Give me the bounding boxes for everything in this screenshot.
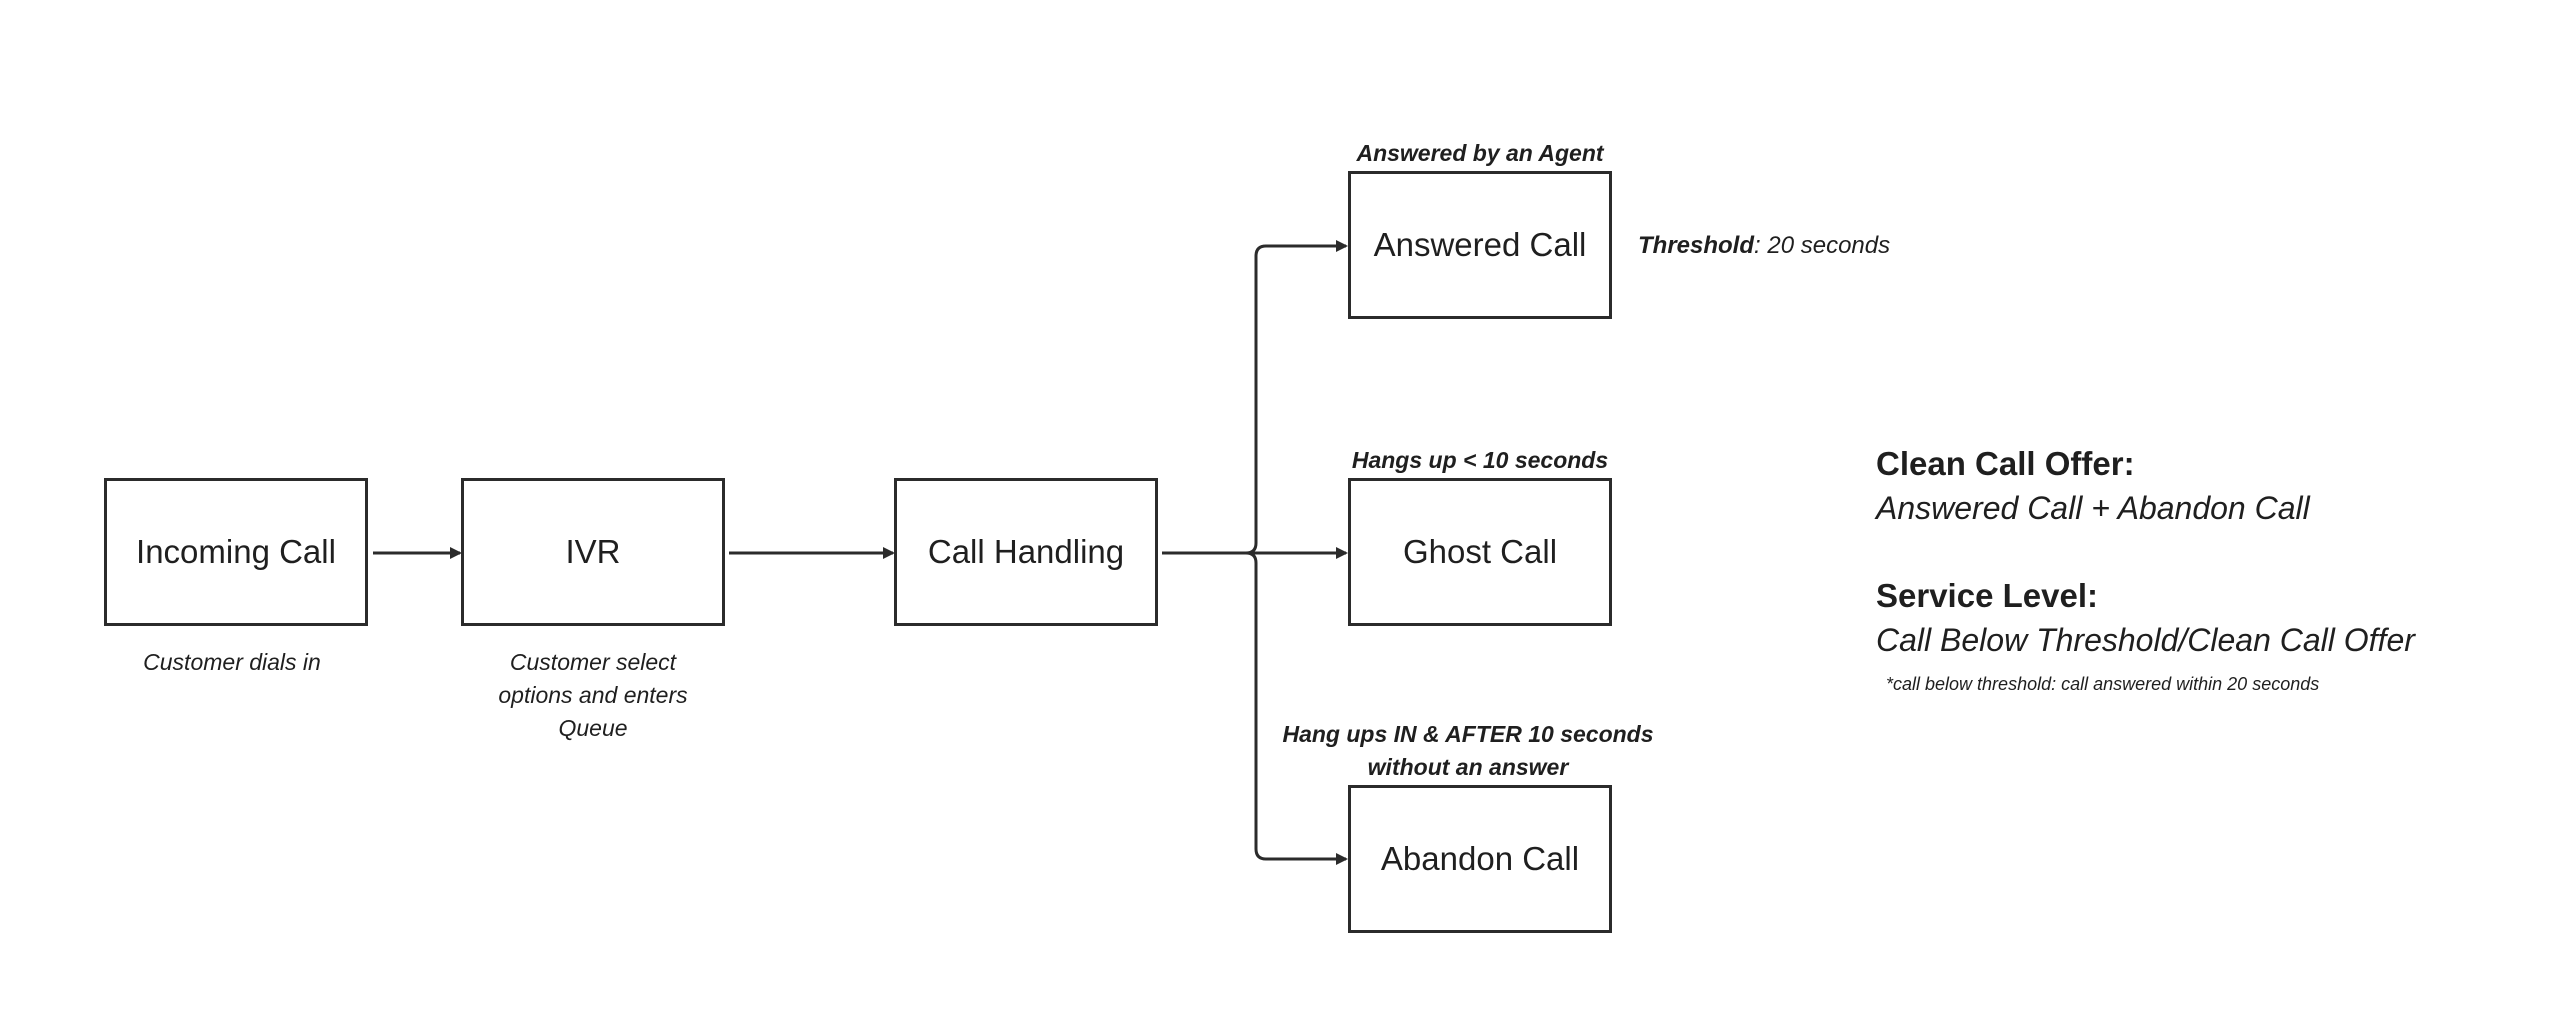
incoming-caption: Customer dials in xyxy=(104,646,360,679)
threshold-value: : 20 seconds xyxy=(1754,232,1891,259)
arrow-handling-to-abandon xyxy=(1245,551,1348,865)
abandon-call-label: Abandon Call xyxy=(1380,840,1580,877)
answered-call-box: Answered Call xyxy=(1348,171,1612,319)
ivr-caption-line-3: Queue xyxy=(558,715,628,741)
ivr-caption-line-1: Customer select xyxy=(509,649,677,675)
ivr-box: IVR xyxy=(461,478,725,626)
clean-call-offer-title: Clean Call Offer: xyxy=(1876,445,2135,482)
service-level-footnote: *call below threshold: call answered wit… xyxy=(1886,674,2320,694)
answered-branch-text: Answered by an Agent xyxy=(1356,140,1604,166)
service-level-formula: Call Below Threshold/Clean Call Offer xyxy=(1876,622,2415,658)
ghost-call-label: Ghost Call xyxy=(1402,533,1558,570)
incoming-call-box: Incoming Call xyxy=(104,478,368,626)
abandon-branch-line-1: Hang ups IN & AFTER 10 seconds xyxy=(1282,721,1654,747)
abandon-branch-label: Hang ups IN & AFTER 10 seconds without a… xyxy=(1238,718,1698,784)
ivr-label: IVR xyxy=(565,533,621,570)
abandon-call-box: Abandon Call xyxy=(1348,785,1612,933)
ghost-call-box: Ghost Call xyxy=(1348,478,1612,626)
clean-call-offer-formula: Answered Call + Abandon Call xyxy=(1876,490,2310,526)
answered-branch-label: Answered by an Agent xyxy=(1288,137,1672,170)
call-handling-box: Call Handling xyxy=(894,478,1158,626)
incoming-caption-text: Customer dials in xyxy=(143,649,321,675)
ivr-caption: Customer select options and enters Queue xyxy=(461,646,725,745)
threshold-note: Threshold: 20 seconds xyxy=(1638,230,1890,262)
call-handling-label: Call Handling xyxy=(927,533,1125,570)
incoming-call-label: Incoming Call xyxy=(136,533,336,570)
ivr-caption-line-2: options and enters xyxy=(498,682,688,708)
abandon-branch-line-2: without an answer xyxy=(1367,754,1569,780)
arrow-handling-to-answered xyxy=(1162,240,1348,555)
threshold-label: Threshold xyxy=(1638,232,1755,259)
ghost-branch-label: Hangs up < 10 seconds xyxy=(1288,444,1672,477)
ghost-branch-text: Hangs up < 10 seconds xyxy=(1351,447,1609,473)
answered-call-label: Answered Call xyxy=(1373,226,1587,263)
service-level-title: Service Level: xyxy=(1876,577,2098,614)
